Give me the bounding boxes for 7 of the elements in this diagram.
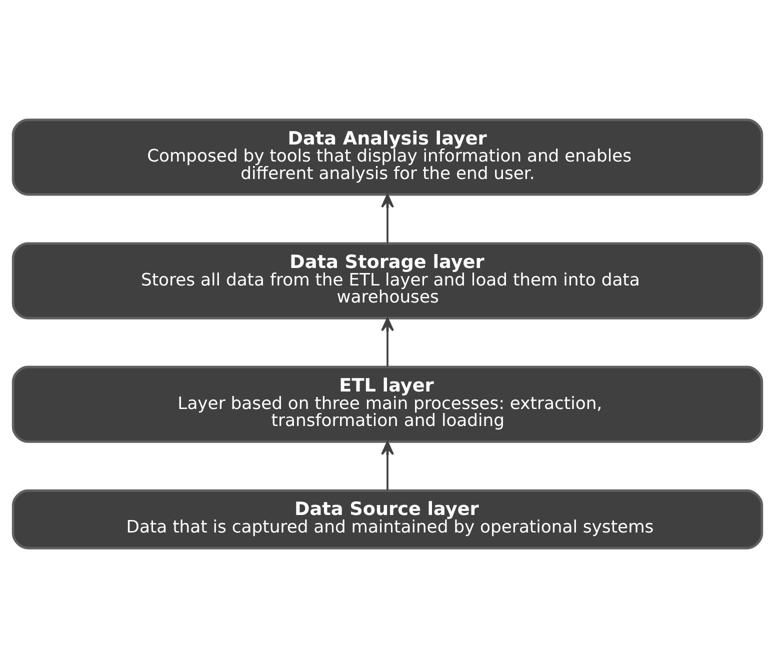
arrow xyxy=(381,193,394,243)
node-box: Data Storage layer Stores all data from the ETL layer and load them into data warehouses xyxy=(12,242,764,319)
node-box: Data Analysis layer Composed by tools that display information and enables different analysis for the end user. xyxy=(12,118,764,196)
arrow xyxy=(381,316,394,366)
arrow xyxy=(381,440,394,490)
node-box: Data Source layer Data that is captured and maintained by operational systems xyxy=(12,488,764,549)
node-box: ETL layer Layer based on three main processes: extraction, transformation and loading xyxy=(12,365,764,442)
